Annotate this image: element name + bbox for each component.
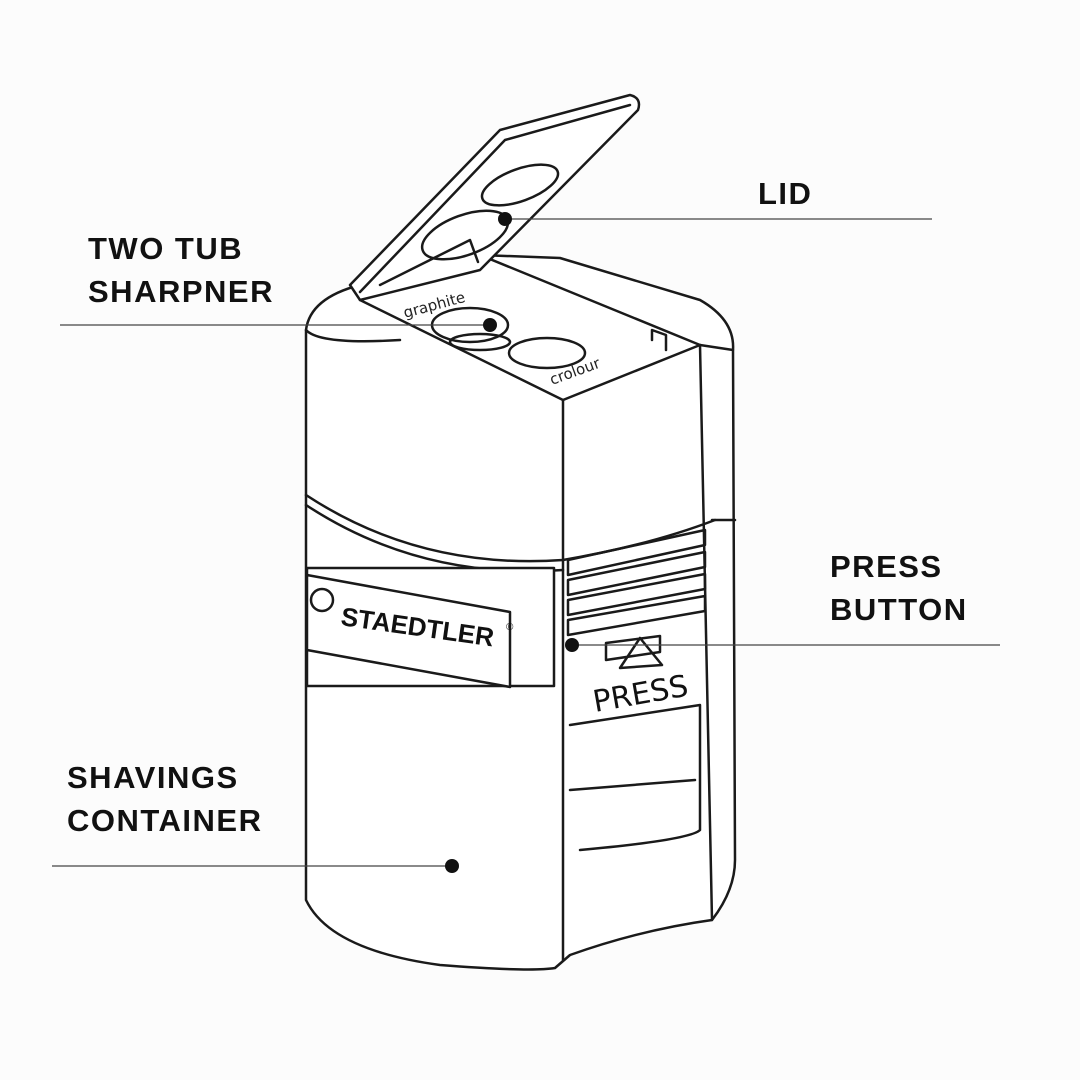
- shavings-line1: SHAVINGS: [67, 760, 239, 795]
- two-tub-line2: SHARPNER: [88, 274, 274, 309]
- lid-dot: [498, 212, 512, 226]
- press-dot: [565, 638, 579, 652]
- press-button-line1: PRESS: [830, 549, 943, 584]
- press-button-line2: BUTTON: [830, 592, 968, 627]
- press-button-graphic[interactable]: [604, 634, 664, 670]
- brand-registered: ®: [506, 622, 514, 633]
- shavings-dot: [445, 859, 459, 873]
- sharpener-body: [304, 253, 737, 971]
- staedtler-logo-icon: [309, 587, 335, 613]
- grip-ribs: [566, 528, 707, 637]
- press-button-label: PRESS BUTTON: [830, 545, 968, 631]
- two-tub-label: TWO TUB SHARPNER: [88, 227, 274, 313]
- callouts: [52, 212, 1000, 873]
- lid: [348, 93, 641, 302]
- shavings-label: SHAVINGS CONTAINER: [67, 756, 262, 842]
- lid-label: LID: [758, 172, 812, 215]
- lid-label-text: LID: [758, 176, 813, 211]
- sharpener-dot: [483, 318, 497, 332]
- two-tub-line1: TWO TUB: [88, 231, 244, 266]
- shavings-line2: CONTAINER: [67, 803, 263, 838]
